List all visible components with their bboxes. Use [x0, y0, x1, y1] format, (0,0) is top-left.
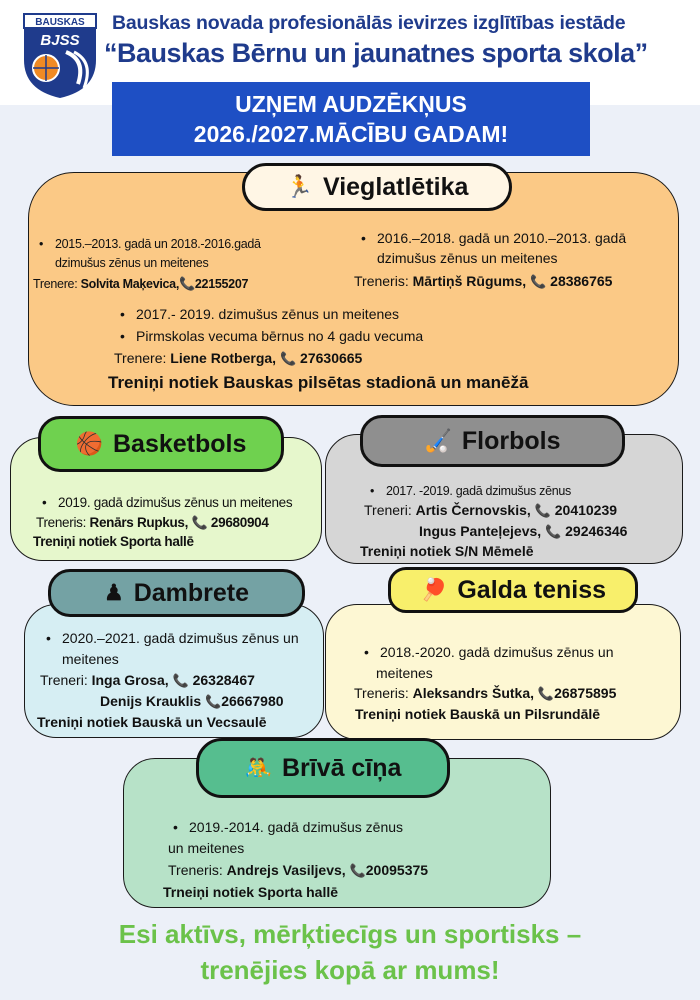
phone-icon: 📞	[530, 274, 547, 289]
galda-teniss-trainer: Treneris: Aleksandrs Šutka, 📞26875895	[354, 685, 617, 701]
phone-icon: 📞	[191, 515, 208, 530]
phone-icon: 📞	[534, 503, 551, 518]
florbols-title: 🏑 Florbols	[360, 415, 625, 467]
dambrete-group: 2020.–2021. gadā dzimušus zēnus un	[46, 629, 299, 647]
vieglatletika-left-group-2: dzimušus zēnus un meitenes	[55, 256, 209, 270]
vieglatletika-location: Treniņi notiek Bauskas pilsētas stadionā…	[108, 373, 529, 392]
vieglatletika-mid-group: 2017.- 2019. dzimušus zēnus un meitenes	[120, 305, 399, 323]
briva-cina-location: Trneiņi notiek Sporta hallē	[163, 884, 339, 900]
banner-line-2: 2026./2027.MĀCĪBU GADAM!	[193, 121, 509, 147]
vieglatletika-left-group: 2015.–2013. gadā un 2018.-2016.gadā	[39, 235, 261, 253]
dambrete-title: ♟ Dambrete	[48, 569, 305, 617]
phone-icon: 📞	[537, 686, 555, 701]
vieglatletika-card	[28, 172, 679, 406]
dambrete-group-2: meitenes	[62, 651, 119, 667]
basketbols-title: 🏀 Basketbols	[38, 416, 284, 472]
vieglatletika-title: 🏃 Vieglatlētika	[242, 163, 512, 211]
floorball-stick-icon: 🏑	[424, 428, 452, 453]
florbols-group: 2017. -2019. gadā dzimušus zēnus	[370, 482, 571, 500]
phone-icon: 📞	[349, 863, 366, 878]
dambrete-trainer-2: Denijs Krauklis 📞26667980	[100, 693, 284, 709]
svg-text:BJSS: BJSS	[40, 32, 79, 49]
basketbols-trainer: Treneris: Renārs Rupkus, 📞 29680904	[36, 515, 269, 530]
chess-pawn-icon: ♟	[103, 580, 124, 605]
florbols-trainer-2: Ingus Panteļejevs, 📞 29246346	[419, 523, 628, 539]
dambrete-trainer-1: Treneri: Inga Grosa, 📞 26328467	[40, 672, 255, 688]
briva-cina-group: 2019.-2014. gadā dzimušus zēnus	[173, 818, 403, 836]
vieglatletika-mid-group-2: Pirmskolas vecuma bērnus no 4 gadu vecum…	[120, 327, 423, 345]
basketbols-location: Treniņi notiek Sporta hallē	[33, 534, 194, 549]
dambrete-card	[24, 604, 324, 738]
galda-teniss-location: Treniņi notiek Bauskā un Pilsrundālē	[355, 706, 601, 722]
briva-cina-trainer: Treneris: Andrejs Vasiljevs, 📞20095375	[168, 862, 429, 878]
dambrete-location: Treniņi notiek Bauskā un Vecsaulē	[37, 714, 267, 730]
galda-teniss-group-2: meitenes	[376, 665, 433, 681]
slogan-line-2: trenējies kopā ar mums!	[200, 955, 500, 985]
florbols-location: Treniņi notiek S/N Mēmelē	[360, 543, 534, 559]
ping-pong-icon: 🏓	[419, 577, 448, 602]
vieglatletika-mid-trainer: Trenere: Liene Rotberga, 📞 27630665	[114, 350, 363, 366]
school-name: “Bauskas Bērnu un jaunatnes sporta skola…	[104, 38, 648, 68]
briva-cina-title: 🤼 Brīvā cīņa	[196, 738, 450, 798]
vieglatletika-right-group-2: dzimušus zēnus un meitenes	[377, 250, 558, 266]
school-logo: BAUSKAS BJSS	[23, 13, 97, 98]
phone-icon: 📞	[205, 694, 222, 709]
phone-icon: 📞	[279, 351, 297, 366]
vieglatletika-right-trainer: Treneris: Mārtiņš Rūgums, 📞 28386765	[354, 273, 613, 289]
wrestling-icon: 🤼	[244, 755, 272, 780]
school-type: Bauskas novada profesionālās ievirzes iz…	[112, 12, 626, 34]
briva-cina-group-2: un meitenes	[168, 840, 245, 856]
slogan-line-1: Esi aktīvs, mērķtiecīgs un sportisks –	[118, 919, 582, 949]
galda-teniss-title: 🏓 Galda teniss	[388, 567, 638, 613]
galda-teniss-card	[325, 604, 681, 740]
runner-icon: 🏃	[285, 174, 313, 199]
basketbols-group: 2019. gadā dzimušus zēnus un meitenes	[42, 494, 293, 512]
svg-text:BAUSKAS: BAUSKAS	[35, 17, 85, 28]
phone-icon: 📞	[545, 524, 562, 539]
galda-teniss-group: 2018.-2020. gadā dzimušus zēnus un	[364, 643, 613, 661]
vieglatletika-right-group: 2016.–2018. gadā un 2010.–2013. gadā	[361, 229, 626, 247]
florbols-trainer-1: Treneri: Artis Černovskis, 📞 20410239	[364, 502, 618, 518]
phone-icon: 📞	[172, 673, 189, 688]
vieglatletika-left-trainer: Trenere: Solvita Maķevica,📞22155207	[33, 276, 249, 291]
phone-icon: 📞	[179, 276, 195, 291]
basketball-icon: 🏀	[75, 431, 103, 456]
banner-line-1: UZŅEM AUDZĒKŅUS	[235, 91, 467, 117]
admission-banner: UZŅEM AUDZĒKŅUS 2026./2027.MĀCĪBU GADAM!	[112, 82, 590, 156]
